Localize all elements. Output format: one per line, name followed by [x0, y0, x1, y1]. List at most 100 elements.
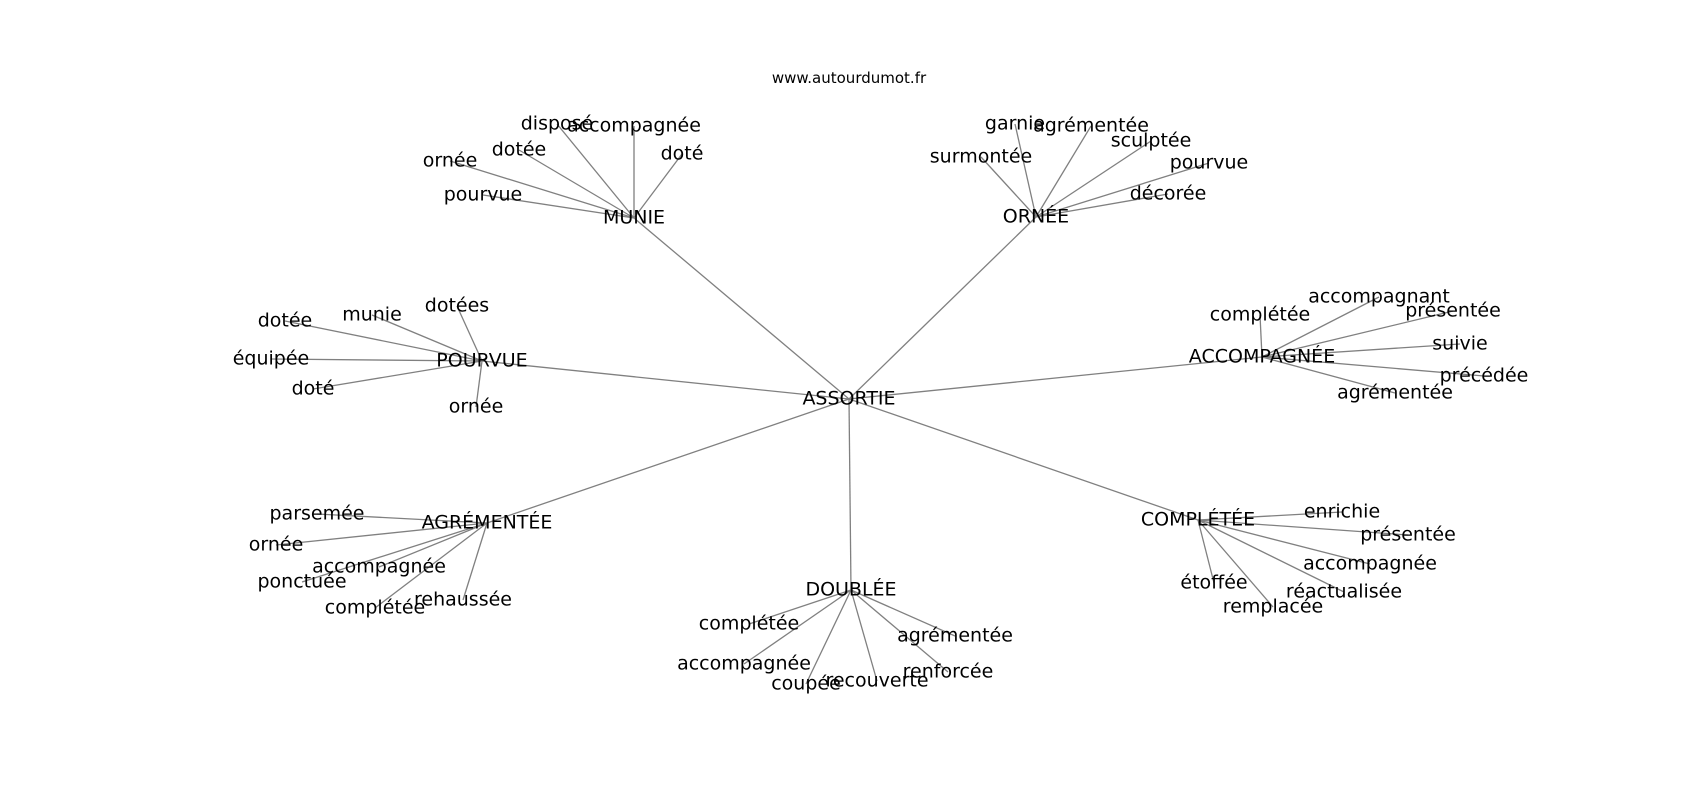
edge-doublee-leaf-0 [748, 589, 852, 625]
edge-ornee-leaf-2 [1035, 140, 1152, 218]
edge-doublee-leaf-2 [743, 589, 852, 665]
edge-doublee-leaf-4 [805, 589, 852, 685]
leaf-node-completee-3[interactable]: étoffée [1180, 572, 1247, 594]
edge-accompagnee-leaf-2 [1261, 310, 1454, 358]
leaf-node-pourvue-5[interactable]: ornée [449, 396, 504, 418]
leaf-node-doublee-2[interactable]: accompagnée [677, 653, 811, 675]
hub-node-pourvue[interactable]: POURVUE [436, 350, 527, 372]
graph-edges [270, 123, 1485, 685]
leaf-node-agrementee-2[interactable]: accompagnée [312, 556, 446, 578]
edge-accompagnee-leaf-5 [1261, 356, 1396, 394]
edge-pourvue-leaf-3 [270, 358, 483, 362]
edge-agrementee-leaf-3 [301, 522, 488, 583]
edge-ornee-leaf-1 [1035, 125, 1092, 218]
leaf-node-doublee-4[interactable]: coupée [771, 673, 841, 695]
leaf-node-agrementee-5[interactable]: complétée [325, 597, 425, 619]
leaf-node-munie-4[interactable]: ornée [423, 150, 478, 172]
leaf-node-accompagnee-3[interactable]: suivie [1432, 333, 1487, 355]
edge-pourvue-leaf-2 [284, 320, 483, 362]
leaf-node-agrementee-0[interactable]: parsemée [270, 503, 365, 525]
leaf-node-ornee-3[interactable]: surmontée [930, 146, 1032, 168]
edge-completee-leaf-1 [1197, 519, 1409, 536]
edge-agrementee-leaf-1 [275, 522, 488, 546]
leaf-node-ornee-1[interactable]: agrémentée [1033, 115, 1149, 137]
edge-munie-leaf-5 [482, 194, 635, 219]
edge-center-pourvue [481, 360, 850, 400]
edge-pourvue-leaf-1 [371, 314, 483, 362]
edge-completee-leaf-5 [1197, 519, 1274, 608]
leaf-node-munie-2[interactable]: dotée [492, 139, 547, 161]
leaf-node-doublee-0[interactable]: complétée [699, 613, 799, 635]
leaf-node-doublee-5[interactable]: recouverte [825, 670, 928, 692]
leaf-node-ornee-5[interactable]: décorée [1130, 183, 1207, 205]
edge-munie-leaf-2 [518, 149, 635, 219]
edge-doublee-leaf-5 [850, 589, 878, 682]
leaf-node-completee-1[interactable]: présentée [1360, 524, 1456, 546]
edge-accompagnee-leaf-4 [1261, 356, 1485, 377]
edge-center-accompagnee [848, 356, 1263, 400]
hub-node-ornee[interactable]: ORNÉE [1003, 205, 1069, 228]
leaf-node-munie-3[interactable]: doté [661, 143, 704, 165]
edge-ornee-leaf-5 [1035, 193, 1169, 218]
edge-agrementee-leaf-0 [316, 513, 488, 524]
graph-labels: www.autourdumot.fr ASSORTIE MUNIE disposé… [233, 69, 1529, 695]
leaf-node-accompagnee-5[interactable]: agrémentée [1337, 382, 1453, 404]
edge-accompagnee-leaf-3 [1261, 343, 1461, 358]
edge-accompagnee-leaf-0 [1261, 296, 1380, 358]
hub-node-agrementee[interactable]: AGRÉMENTÉE [422, 511, 553, 534]
hub-node-accompagnee[interactable]: ACCOMPAGNÉE [1189, 345, 1335, 368]
edge-ornee-leaf-0 [1014, 123, 1037, 218]
edge-pourvue-leaf-0 [456, 305, 483, 362]
leaf-node-munie-0[interactable]: disposé [521, 113, 594, 135]
edge-center-ornee [848, 216, 1037, 400]
leaf-node-accompagnee-2[interactable]: présentée [1405, 300, 1501, 322]
leaf-node-pourvue-2[interactable]: dotée [258, 310, 313, 332]
center-node[interactable]: ASSORTIE [802, 388, 895, 410]
leaf-node-munie-5[interactable]: pourvue [444, 184, 523, 206]
edge-completee-leaf-2 [1197, 519, 1371, 565]
leaf-node-agrementee-1[interactable]: ornée [249, 534, 304, 556]
edge-ornee-leaf-4 [1035, 162, 1210, 218]
leaf-node-ornee-4[interactable]: pourvue [1170, 152, 1249, 174]
leaf-node-pourvue-3[interactable]: équipée [233, 348, 310, 370]
leaf-node-completee-4[interactable]: réactualisée [1286, 581, 1402, 603]
leaf-node-pourvue-1[interactable]: munie [342, 304, 402, 326]
edge-center-doublee [848, 398, 852, 591]
leaf-node-doublee-1[interactable]: agrémentée [897, 625, 1013, 647]
edge-pourvue-leaf-5 [475, 360, 483, 408]
edge-munie-leaf-0 [556, 123, 635, 219]
leaf-node-completee-0[interactable]: enrichie [1304, 501, 1380, 523]
leaf-node-doublee-3[interactable]: renforcée [903, 661, 994, 683]
edge-completee-leaf-0 [1197, 511, 1343, 521]
edge-center-munie [633, 217, 850, 400]
edge-pourvue-leaf-4 [312, 360, 483, 390]
hub-node-doublee[interactable]: DOUBLÉE [805, 578, 896, 601]
edge-center-completee [848, 398, 1199, 521]
edge-munie-leaf-3 [633, 153, 683, 219]
leaf-node-munie-1[interactable]: accompagnée [567, 115, 701, 137]
leaf-node-completee-2[interactable]: accompagnée [1303, 553, 1437, 575]
hub-node-completee[interactable]: COMPLÉTÉE [1141, 508, 1255, 531]
leaf-node-ornee-0[interactable]: garnie [985, 113, 1045, 135]
leaf-node-agrementee-4[interactable]: rehaussée [414, 589, 512, 611]
edge-agrementee-leaf-4 [462, 522, 488, 601]
edge-completee-leaf-4 [1197, 519, 1345, 593]
leaf-node-accompagnee-4[interactable]: précédée [1440, 365, 1529, 387]
leaf-node-completee-5[interactable]: remplacée [1223, 596, 1323, 618]
leaf-node-accompagnee-0[interactable]: accompagnant [1308, 286, 1450, 308]
site-label: www.autourdumot.fr [772, 69, 927, 87]
edge-doublee-leaf-3 [850, 589, 949, 673]
edge-agrementee-leaf-5 [374, 522, 488, 609]
edge-munie-leaf-4 [449, 160, 635, 219]
leaf-node-agrementee-3[interactable]: ponctuée [257, 571, 346, 593]
leaf-node-accompagnee-1[interactable]: complétée [1210, 304, 1310, 326]
edge-agrementee-leaf-2 [378, 522, 488, 568]
hub-node-munie[interactable]: MUNIE [603, 207, 665, 229]
leaf-node-pourvue-4[interactable]: doté [292, 378, 335, 400]
leaf-node-ornee-2[interactable]: sculptée [1111, 130, 1192, 152]
edge-center-agrementee [486, 398, 850, 524]
edge-doublee-leaf-1 [850, 589, 956, 637]
edge-completee-leaf-3 [1197, 519, 1215, 584]
leaf-node-pourvue-0[interactable]: dotées [425, 295, 489, 317]
